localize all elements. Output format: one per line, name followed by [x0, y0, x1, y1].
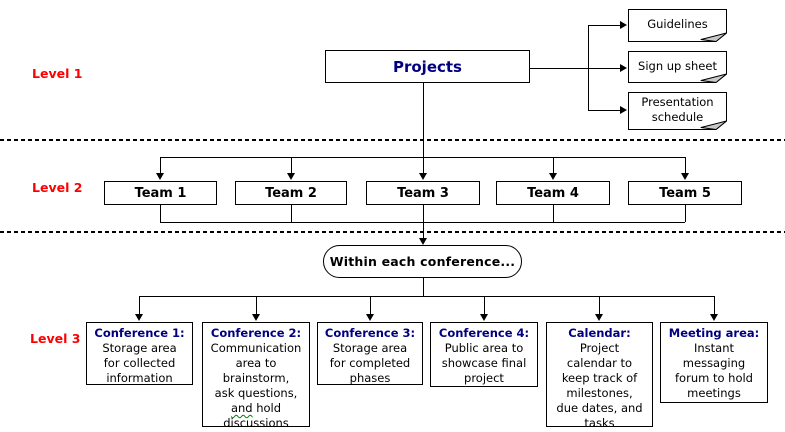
connector-to-presentation — [588, 110, 620, 111]
arrowhead-conf2 — [252, 314, 260, 321]
page-curl-icon — [628, 51, 727, 83]
connector-team2-drop — [291, 157, 292, 173]
connector-conf3-drop — [370, 296, 371, 314]
team-box-5: Team 5 — [628, 181, 742, 205]
connector-conf2-drop — [256, 296, 257, 314]
arrowhead-team3 — [419, 173, 427, 180]
conference-2-body-text: Communication area to brainstorm, ask qu… — [210, 341, 302, 400]
conference-2-body-text: hold discussions — [223, 401, 289, 430]
connector-projects-to-teams — [423, 83, 424, 157]
meeting-area-body: Instant messaging forum to hold meetings — [675, 341, 753, 400]
connector-teams-bottom — [160, 222, 685, 223]
arrowhead-team1 — [156, 173, 164, 180]
arrowhead-calendar — [595, 314, 603, 321]
connector-conf1-drop — [139, 296, 140, 314]
meeting-area-box: Meeting area: Instant messaging forum to… — [660, 322, 768, 403]
conference-4-heading: Conference 4: — [438, 326, 530, 340]
arrowhead-signup — [620, 64, 627, 72]
team-box-2: Team 2 — [235, 181, 347, 205]
document-guidelines-label: Guidelines — [647, 17, 708, 31]
page-curl-icon — [628, 9, 727, 42]
document-guidelines: Guidelines — [628, 9, 727, 42]
connector-team2-stub — [291, 205, 292, 222]
calendar-box: Calendar: Project calendar to keep track… — [546, 322, 653, 430]
arrowhead-guidelines — [620, 21, 627, 29]
connector-team3-drop — [423, 157, 424, 173]
arrowhead-conf4 — [480, 314, 488, 321]
level-2-label: Level 2 — [32, 180, 83, 195]
conference-3-heading: Conference 3: — [324, 326, 416, 340]
projects-box: Projects — [325, 50, 530, 83]
level-divider-2 — [0, 231, 785, 233]
connector-docs-branch — [588, 25, 589, 111]
connector-team5-stub — [685, 205, 686, 222]
conference-1-heading: Conference 1: — [94, 326, 185, 340]
conference-4-body: Public area to showcase final project — [441, 341, 527, 385]
connector-team4-drop — [553, 157, 554, 173]
arrowhead-team4 — [549, 173, 557, 180]
connector-team1-stub — [160, 205, 161, 222]
team-box-3: Team 3 — [366, 181, 480, 205]
connector-team1-drop — [160, 157, 161, 173]
document-presentation-schedule: Presentation schedule — [628, 92, 727, 130]
connector-calendar-drop — [599, 296, 600, 314]
level-divider-1 — [0, 139, 785, 141]
level-1-label: Level 1 — [32, 66, 83, 81]
calendar-heading: Calendar: — [568, 326, 631, 340]
connector-team5-drop — [685, 157, 686, 173]
arrowhead-presentation — [620, 106, 627, 114]
within-conference-oval: Within each conference... — [323, 245, 522, 278]
conference-2-body: Communication area to brainstorm, ask qu… — [203, 341, 309, 431]
connector-level3-top — [139, 296, 714, 297]
conference-box-4: Conference 4: Public area to showcase fi… — [430, 322, 538, 387]
page-curl-icon — [628, 92, 727, 130]
document-signup-sheet: Sign up sheet — [628, 51, 727, 83]
connector-meeting-drop — [714, 296, 715, 314]
connector-teams-top — [160, 157, 685, 158]
conference-3-body: Storage area for completed phases — [329, 341, 411, 385]
team-box-1: Team 1 — [104, 181, 217, 205]
arrowhead-conf3 — [366, 314, 374, 321]
conference-2-heading: Conference 2: — [210, 326, 302, 340]
meeting-area-heading: Meeting area: — [668, 326, 760, 340]
grammar-squiggle-word: and — [230, 401, 253, 415]
arrowhead-oval — [419, 238, 427, 245]
team-box-4: Team 4 — [496, 181, 610, 205]
conference-1-body: Storage area for collected information — [102, 341, 177, 385]
connector-conf4-drop — [484, 296, 485, 314]
conference-box-2: Conference 2: Communication area to brai… — [202, 322, 310, 430]
calendar-body: Project calendar to keep track of milest… — [556, 341, 643, 430]
document-presentation-schedule-label: Presentation schedule — [641, 95, 714, 124]
connector-projects-to-docs — [530, 68, 621, 69]
arrowhead-team2 — [287, 173, 295, 180]
arrowhead-team5 — [681, 173, 689, 180]
connector-team4-stub — [553, 205, 554, 222]
arrowhead-conf1 — [135, 314, 143, 321]
connector-teams-to-oval — [423, 205, 424, 238]
conference-box-1: Conference 1: Storage area for collected… — [86, 322, 193, 385]
arrowhead-meeting — [710, 314, 718, 321]
document-signup-sheet-label: Sign up sheet — [638, 58, 717, 73]
connector-oval-stub — [423, 278, 424, 296]
connector-to-guidelines — [588, 25, 620, 26]
level-3-label: Level 3 — [30, 331, 81, 346]
conference-box-3: Conference 3: Storage area for completed… — [317, 322, 423, 385]
